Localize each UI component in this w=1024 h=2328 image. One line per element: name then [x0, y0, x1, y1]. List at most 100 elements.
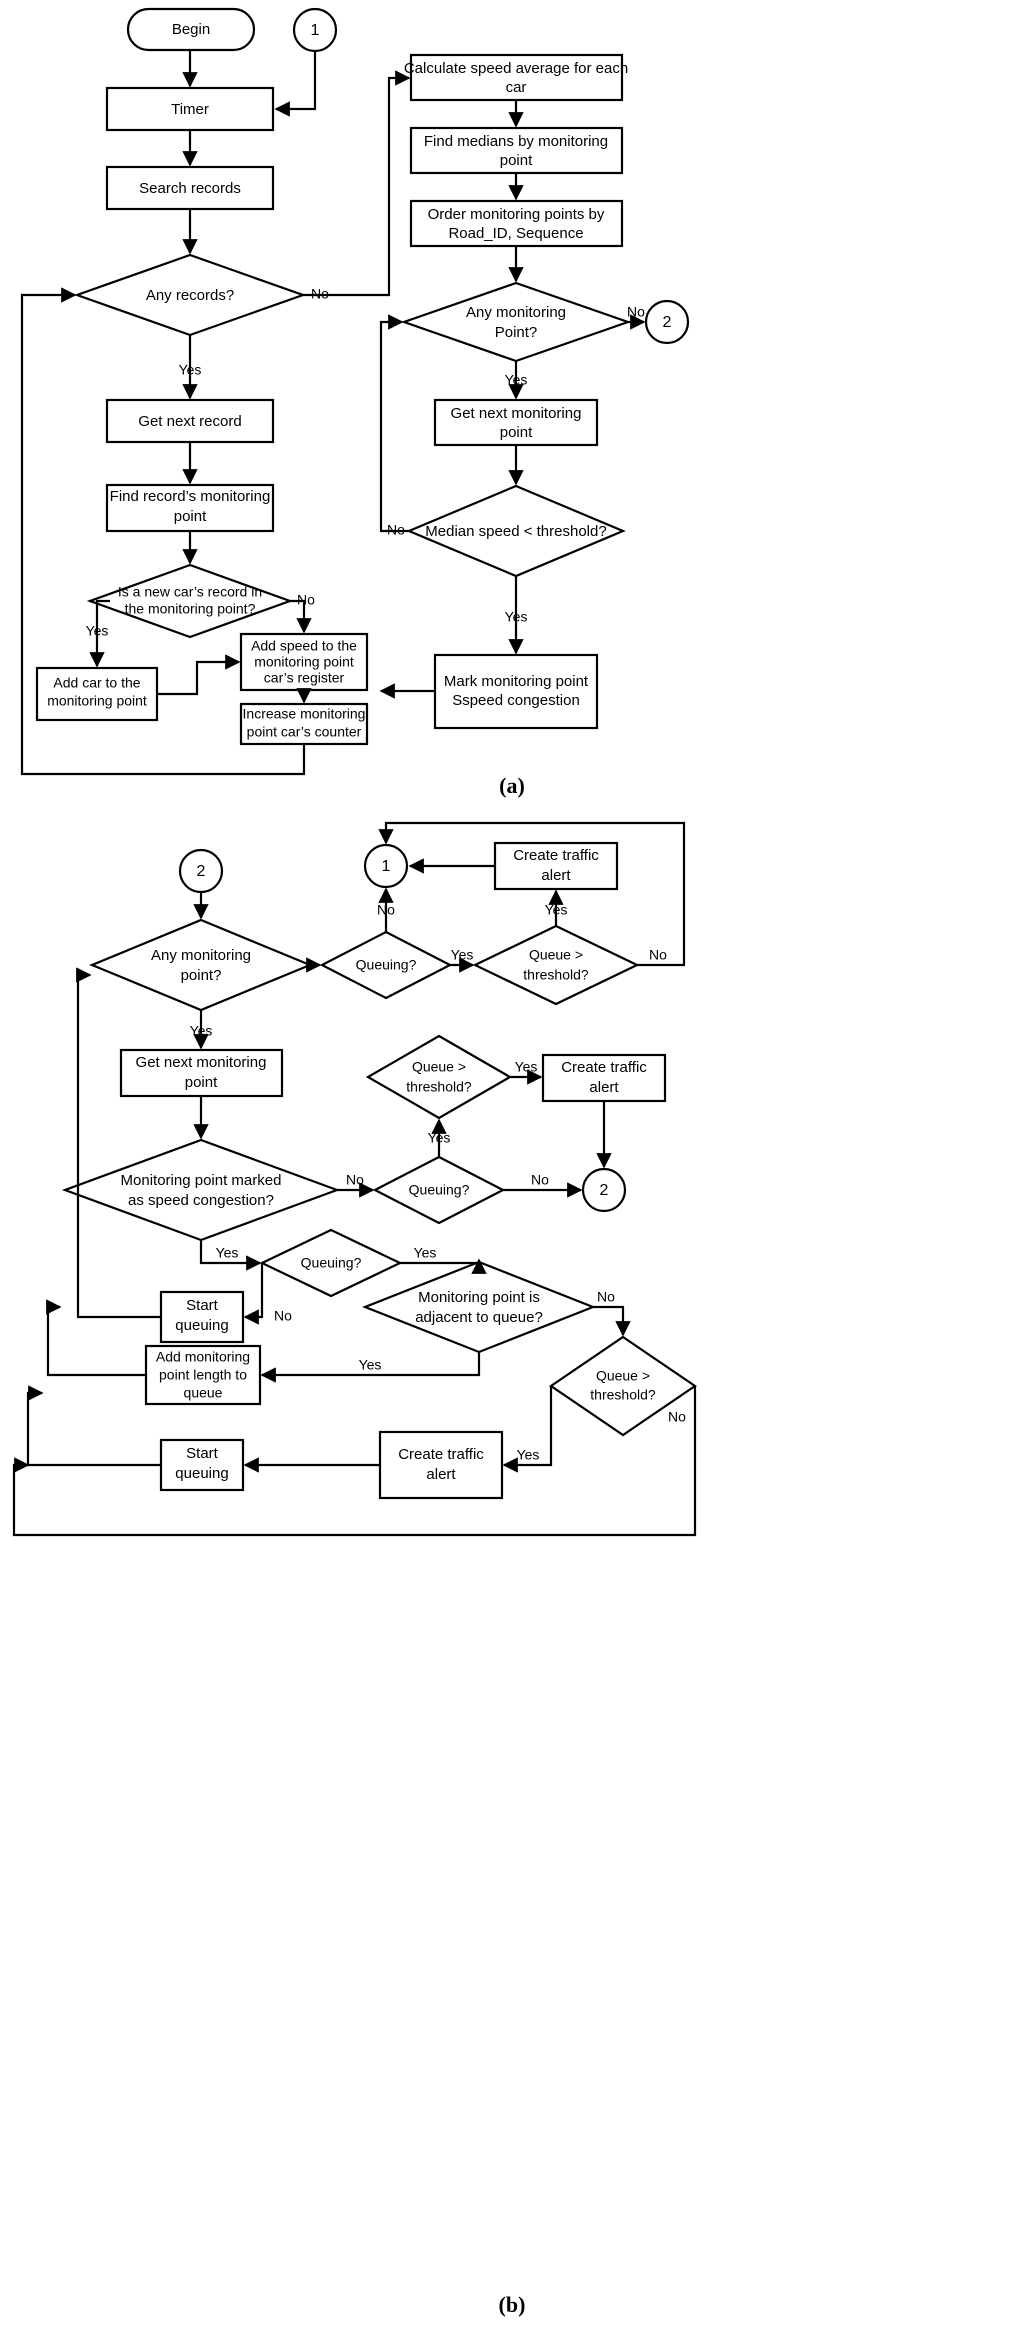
node-is-new-car-record-label-line1: Is a new car’s record in — [118, 584, 262, 600]
node-find-record-point-label-line2: point — [174, 508, 207, 525]
connector-1-b-out-label: 1 — [382, 858, 391, 875]
connector-2-a-label: 2 — [663, 314, 672, 331]
node-find-medians-label-line2: point — [500, 152, 533, 169]
node-get-next-point-b — [119, 1048, 284, 1098]
edge-label-adjacent-no: No — [597, 1289, 615, 1305]
node-search-records — [105, 165, 275, 211]
node-begin-label: Begin — [172, 21, 210, 38]
node-start-queuing-upper-label-line1: Start — [186, 1297, 219, 1314]
node-queue-threshold-top-label-line1: Queue > — [529, 947, 583, 963]
edge-label-anyrecords-no: No — [311, 286, 329, 302]
node-find-medians-label-line1: Find medians by monitoring — [424, 133, 608, 150]
node-queue-threshold-top-label-line2: threshold? — [523, 967, 589, 983]
node-is-new-car-record — [86, 563, 294, 639]
node-calc-speed-average-label-line1: Calculate speed average for each — [404, 60, 628, 77]
node-get-next-point-b-label-line2: point — [185, 1074, 218, 1091]
node-add-point-length-label-line1: Add monitoring — [156, 1349, 250, 1365]
node-increase-counter-label-line2: point car’s counter — [247, 724, 362, 740]
edge-label-isnewcar-yes: Yes — [86, 623, 109, 639]
edge-label-anypoint-yes: Yes — [505, 372, 528, 388]
node-queuing-top-label: Queuing? — [356, 957, 417, 973]
edge-label-median-no: No — [387, 522, 405, 538]
node-any-monitoring-point-b — [89, 918, 313, 1012]
edge-adjacent-no-to-threshold-bottom — [593, 1305, 631, 1337]
edge-addcar-to-addspeed — [157, 654, 241, 696]
edge-label-anyrecords-yes: Yes — [179, 362, 202, 378]
node-find-record-point — [105, 483, 275, 533]
node-queue-threshold-bottom-label-line2: threshold? — [590, 1387, 656, 1403]
node-mark-point-congestion-label-line1: Mark monitoring point — [444, 673, 589, 690]
node-create-alert-bottom — [378, 1430, 504, 1500]
node-queuing-mid — [372, 1155, 506, 1225]
edge-label-anypoint-b-yes: Yes — [190, 1023, 213, 1039]
node-add-car — [35, 666, 159, 722]
node-any-monitoring-point-a — [400, 281, 632, 363]
node-add-speed-label-line2: monitoring point — [254, 654, 354, 670]
edge-label-thresholdtop-no: No — [649, 947, 667, 963]
connector-2-b-out-label: 2 — [600, 1182, 609, 1199]
node-get-next-point-b-label-line1: Get next monitoring — [136, 1054, 267, 1071]
connector-2-b-in-label: 2 — [197, 863, 206, 880]
node-create-alert-top-label-line2: alert — [541, 867, 571, 884]
node-order-points-label-line2: Road_ID, Sequence — [448, 225, 583, 242]
node-any-monitoring-point-b-label-line2: point? — [181, 967, 222, 984]
node-increase-counter-label-line1: Increase monitoring — [243, 706, 366, 722]
panel-b-caption: (b) — [499, 2292, 526, 2317]
edge-label-marked-yes: Yes — [216, 1245, 239, 1261]
edge-startqueuing-upper-loop — [76, 967, 161, 1319]
node-queuing-lower — [259, 1228, 403, 1298]
edge-connector1-to-timer — [274, 51, 317, 117]
edge-label-adjacent-yes: Yes — [359, 1357, 382, 1373]
edge-adjacent-yes-to-addlength — [260, 1352, 481, 1383]
edge-label-marked-no: No — [346, 1172, 364, 1188]
node-order-points-label-line1: Order monitoring points by — [428, 206, 605, 223]
edge-increase-loopback-anyrecords — [20, 287, 306, 776]
node-start-queuing-lower-label-line2: queuing — [175, 1465, 228, 1482]
edge-label-thresholdbottom-yes: Yes — [517, 1447, 540, 1463]
node-add-speed-label-line3: car’s register — [264, 670, 345, 686]
node-get-next-point-a-label-line2: point — [500, 424, 533, 441]
connector-2-a — [644, 299, 690, 345]
node-queuing-lower-label: Queuing? — [301, 1255, 362, 1271]
node-queue-threshold-bottom-label-line1: Queue > — [596, 1368, 650, 1384]
edge-label-thresholdtop-yes: Yes — [545, 902, 568, 918]
edge-thresholdbottom-yes-to-alertbottom — [502, 1386, 553, 1473]
node-search-records-label: Search records — [139, 180, 241, 197]
node-start-queuing-upper-label-line2: queuing — [175, 1317, 228, 1334]
node-order-points — [409, 199, 624, 248]
node-create-alert-bottom-label-line1: Create traffic — [398, 1446, 484, 1463]
edge-isnewcar-yes — [89, 599, 110, 668]
node-any-monitoring-point-a-label-line2: Point? — [495, 324, 538, 341]
node-timer-label: Timer — [171, 101, 209, 118]
connector-1-b-out — [363, 843, 409, 889]
edge-median-no-loopback — [379, 314, 409, 533]
node-queue-threshold-mid-label-line2: threshold? — [406, 1079, 472, 1095]
node-marked-speed-congestion — [61, 1138, 341, 1242]
node-add-car-label-line1: Add car to the — [53, 675, 140, 691]
edge-label-thresholdbottom-no: No — [668, 1409, 686, 1425]
connector-2-b-out — [581, 1167, 627, 1213]
node-add-car-label-line2: monitoring point — [47, 693, 147, 709]
node-add-point-length — [144, 1344, 262, 1406]
node-find-record-point-label-line1: Find record’s monitoring — [110, 488, 271, 505]
node-adjacent-to-queue-label-line2: adjacent to queue? — [415, 1309, 543, 1326]
node-get-next-point-a-label-line1: Get next monitoring — [451, 405, 582, 422]
node-queue-threshold-mid — [365, 1034, 513, 1120]
node-add-point-length-label-line3: queue — [184, 1385, 223, 1401]
edge-label-queuingtop-no: No — [377, 902, 395, 918]
edge-anyrecords-no — [303, 70, 411, 297]
node-find-medians — [409, 126, 624, 175]
node-increase-counter — [239, 702, 369, 746]
edge-label-queuinglower-no: No — [274, 1308, 292, 1324]
edge-thresholdbottom-no-loop — [12, 1386, 697, 1537]
edge-marked-yes-to-queuinglower — [199, 1240, 262, 1271]
node-calc-speed-average-label-line2: car — [506, 79, 527, 96]
edge-isnewcar-no — [290, 599, 312, 634]
node-mark-point-congestion-label-line2: Sspeed congestion — [452, 692, 580, 709]
node-marked-speed-congestion-label-line1: Monitoring point marked — [121, 1172, 282, 1189]
edge-label-queuinglower-yes: Yes — [414, 1245, 437, 1261]
node-add-point-length-label-line2: point length to — [159, 1367, 247, 1383]
node-any-monitoring-point-a-label-line1: Any monitoring — [466, 304, 566, 321]
node-queue-threshold-top — [472, 924, 640, 1006]
